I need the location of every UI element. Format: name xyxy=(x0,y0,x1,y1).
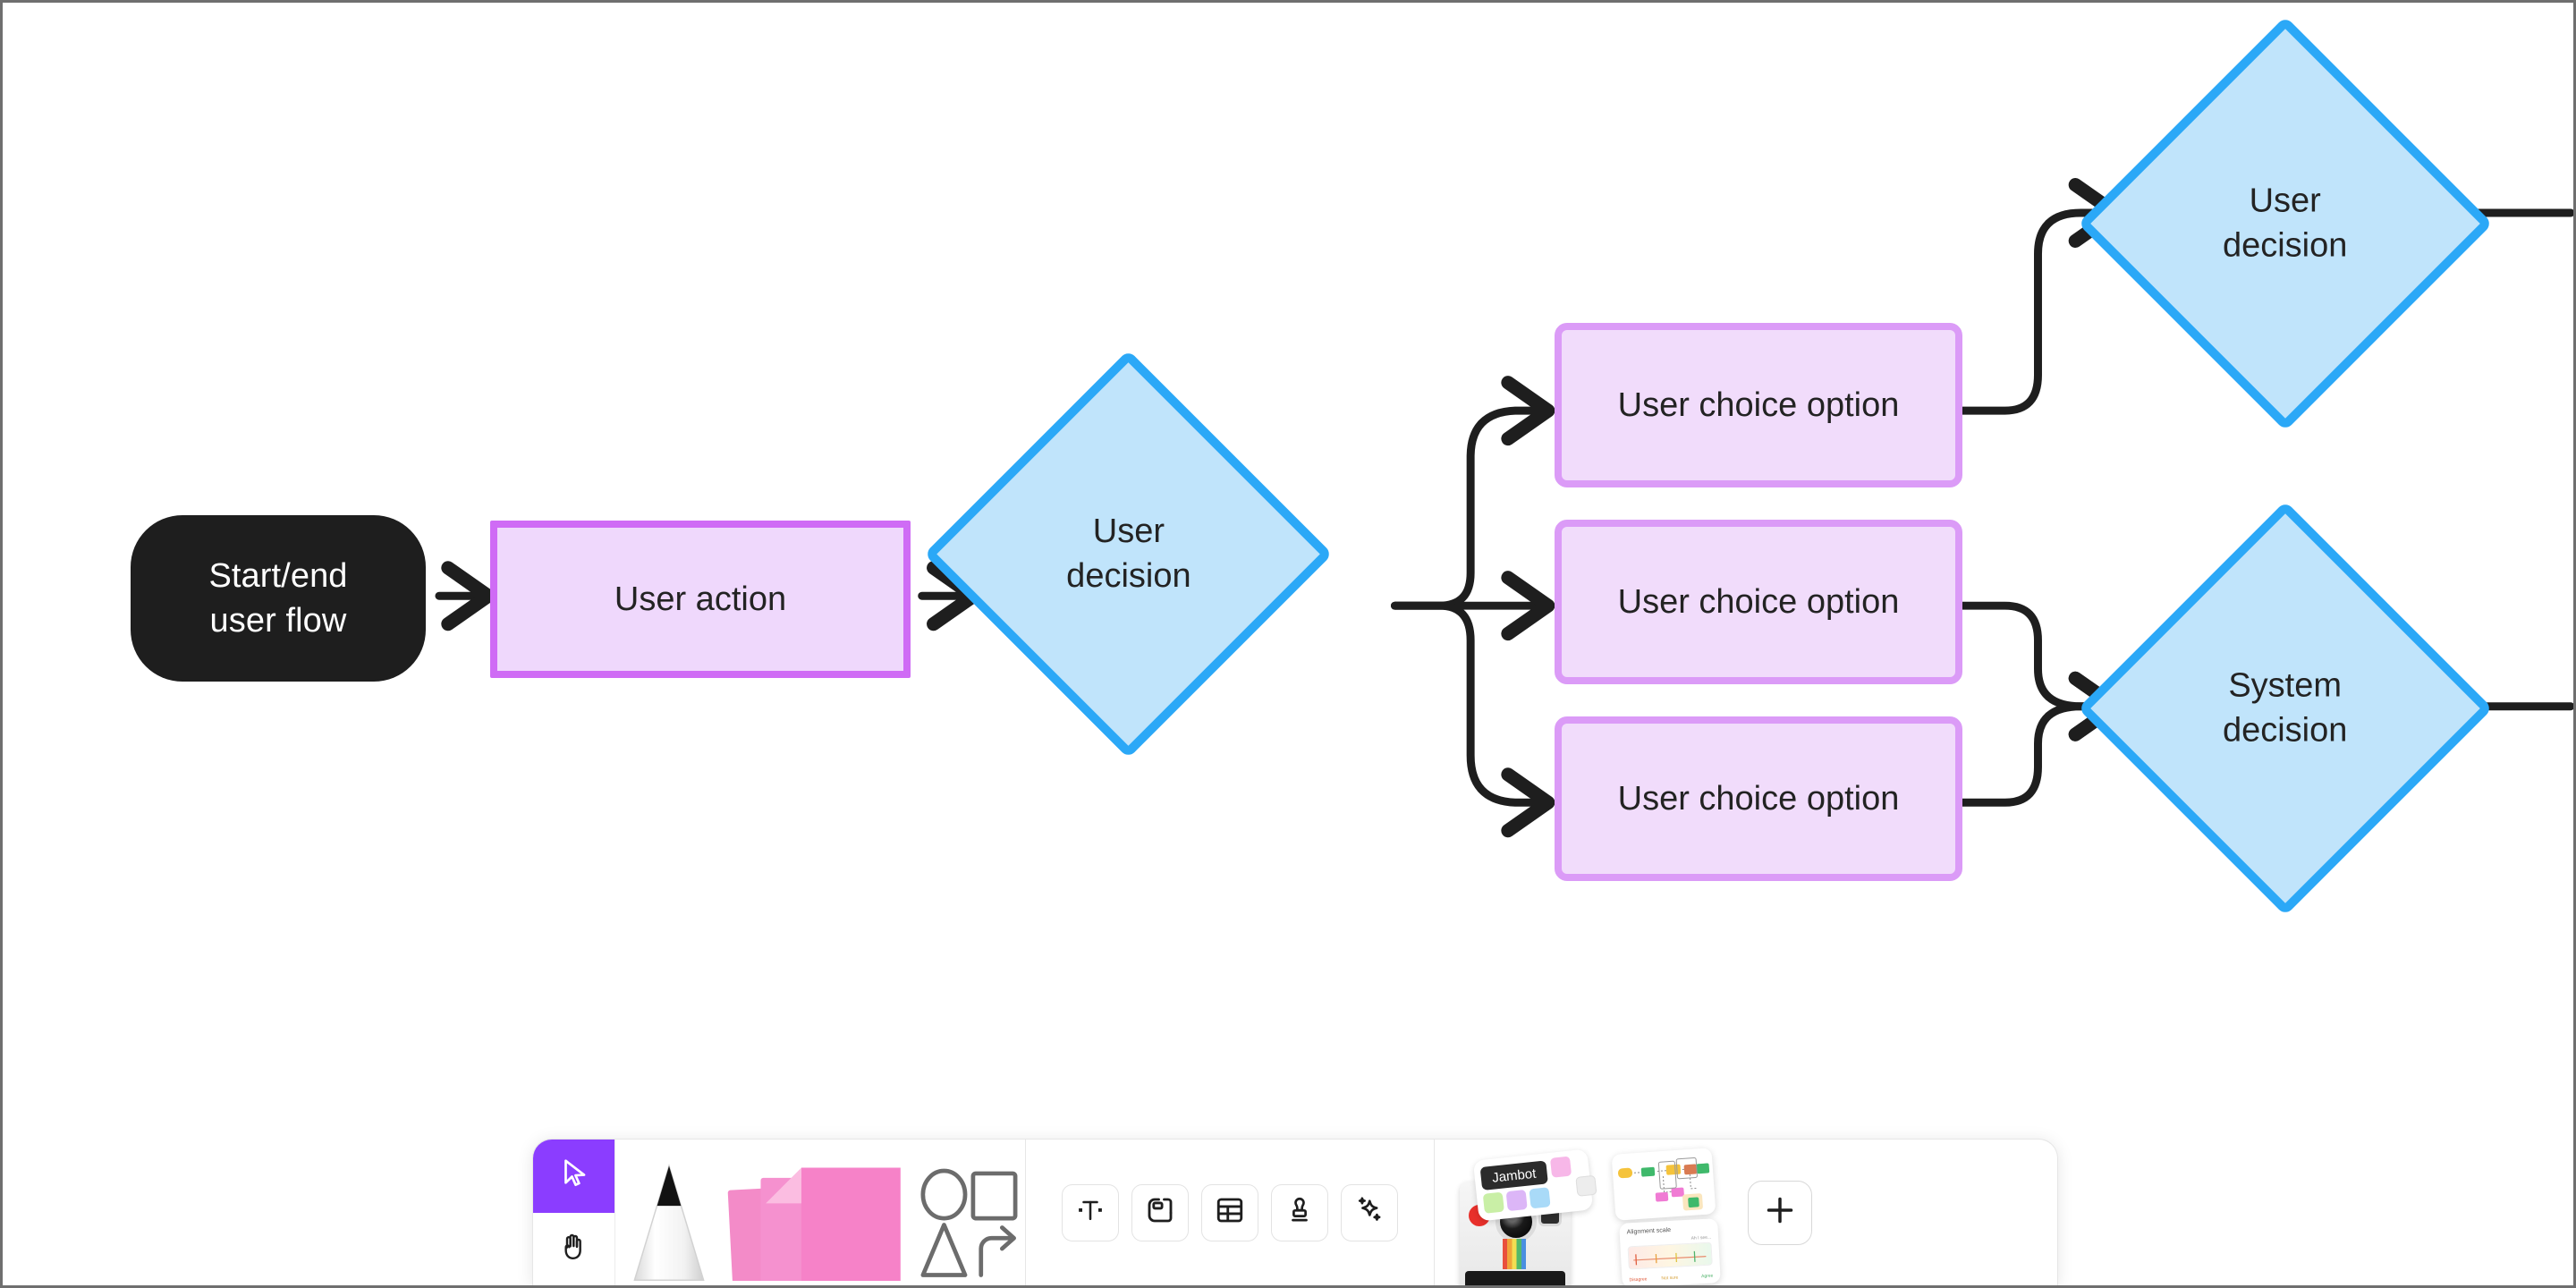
move-tool[interactable] xyxy=(533,1140,614,1213)
toolbar-section-tools xyxy=(533,1140,1025,1285)
diagram-canvas[interactable]: Start/end user flow User action User dec… xyxy=(3,3,2573,1285)
plus-icon xyxy=(1762,1192,1798,1233)
section-tool[interactable] xyxy=(1131,1183,1189,1241)
cursor-arrow-icon xyxy=(557,1157,591,1195)
toolbar-divider-1 xyxy=(1025,1140,1026,1285)
pen-tool[interactable] xyxy=(615,1140,723,1285)
template-flowchart-thumbnail xyxy=(1611,1148,1716,1221)
table-icon xyxy=(1214,1194,1246,1231)
jambot-widget-card: Jambot xyxy=(1472,1148,1597,1222)
pencil-icon xyxy=(623,1147,716,1285)
sparkle-icon xyxy=(1353,1194,1385,1231)
sticky-note-icon xyxy=(727,1160,906,1285)
text-t-icon xyxy=(1074,1194,1106,1231)
template-scale-note: Ah I see... xyxy=(1690,1234,1712,1241)
edge-decision1-to-choice1 xyxy=(1391,376,1555,610)
template-scale-right-label: Agree xyxy=(1700,1273,1714,1280)
template-scale-mid-label: Not sure xyxy=(1661,1275,1679,1282)
bottom-toolbar[interactable]: Jambot xyxy=(532,1139,2058,1285)
edge-choice1-to-decision2 xyxy=(1957,178,2123,415)
node-user-choice-option-3[interactable]: User choice option xyxy=(1555,716,1962,881)
widgets-tool[interactable]: Jambot xyxy=(1458,1140,1601,1285)
template-scale-title: Alignment scale xyxy=(1626,1226,1672,1236)
node-user-decision-2[interactable]: User decision xyxy=(2078,16,2493,431)
node-user-action[interactable]: User action xyxy=(490,521,911,678)
node-system-decision[interactable]: System decision xyxy=(2078,501,2493,916)
template-scale-left-label: Disagree xyxy=(1629,1276,1648,1284)
toolbar-section-objects xyxy=(1026,1140,1434,1285)
node-user-choice-option-2[interactable]: User choice option xyxy=(1555,520,1962,684)
ai-tool[interactable] xyxy=(1341,1183,1398,1241)
shapes-icon xyxy=(915,1166,1021,1285)
jambot-label: Jambot xyxy=(1479,1160,1548,1191)
edge-choice2-to-decision3 xyxy=(1957,601,2123,741)
shape-tool[interactable] xyxy=(911,1140,1025,1285)
sticky-note-tool[interactable] xyxy=(723,1140,911,1285)
node-user-choice-option-1[interactable]: User choice option xyxy=(1555,323,1962,487)
stamp-tool[interactable] xyxy=(1271,1183,1328,1241)
toolbar-section-widgets: Jambot xyxy=(1435,1140,1843,1285)
node-label: User decision xyxy=(1065,513,1191,596)
stamp-icon xyxy=(1284,1194,1316,1231)
hand-tool[interactable] xyxy=(533,1212,614,1285)
edge-decision1-to-choice3 xyxy=(1391,601,1555,838)
template-alignment-scale-thumbnail: Alignment scale Ah I see... Disagree Not… xyxy=(1619,1218,1721,1285)
hand-icon xyxy=(556,1229,592,1269)
edge-choice3-to-decision3 xyxy=(1957,671,2123,807)
templates-tool[interactable]: Alignment scale Ah I see... Disagree Not… xyxy=(1610,1140,1721,1285)
add-widget-button[interactable] xyxy=(1748,1180,1812,1245)
node-user-decision-1[interactable]: User decision xyxy=(924,350,1333,758)
text-tool[interactable] xyxy=(1062,1183,1119,1241)
pointer-tool-stack xyxy=(533,1140,615,1285)
node-label: User decision xyxy=(2223,182,2348,265)
node-start-end-user-flow[interactable]: Start/end user flow xyxy=(131,515,426,682)
node-label: System decision xyxy=(2223,666,2348,750)
section-frame-icon xyxy=(1144,1194,1176,1231)
table-tool[interactable] xyxy=(1201,1183,1258,1241)
toolbar-divider-2 xyxy=(1434,1140,1435,1285)
